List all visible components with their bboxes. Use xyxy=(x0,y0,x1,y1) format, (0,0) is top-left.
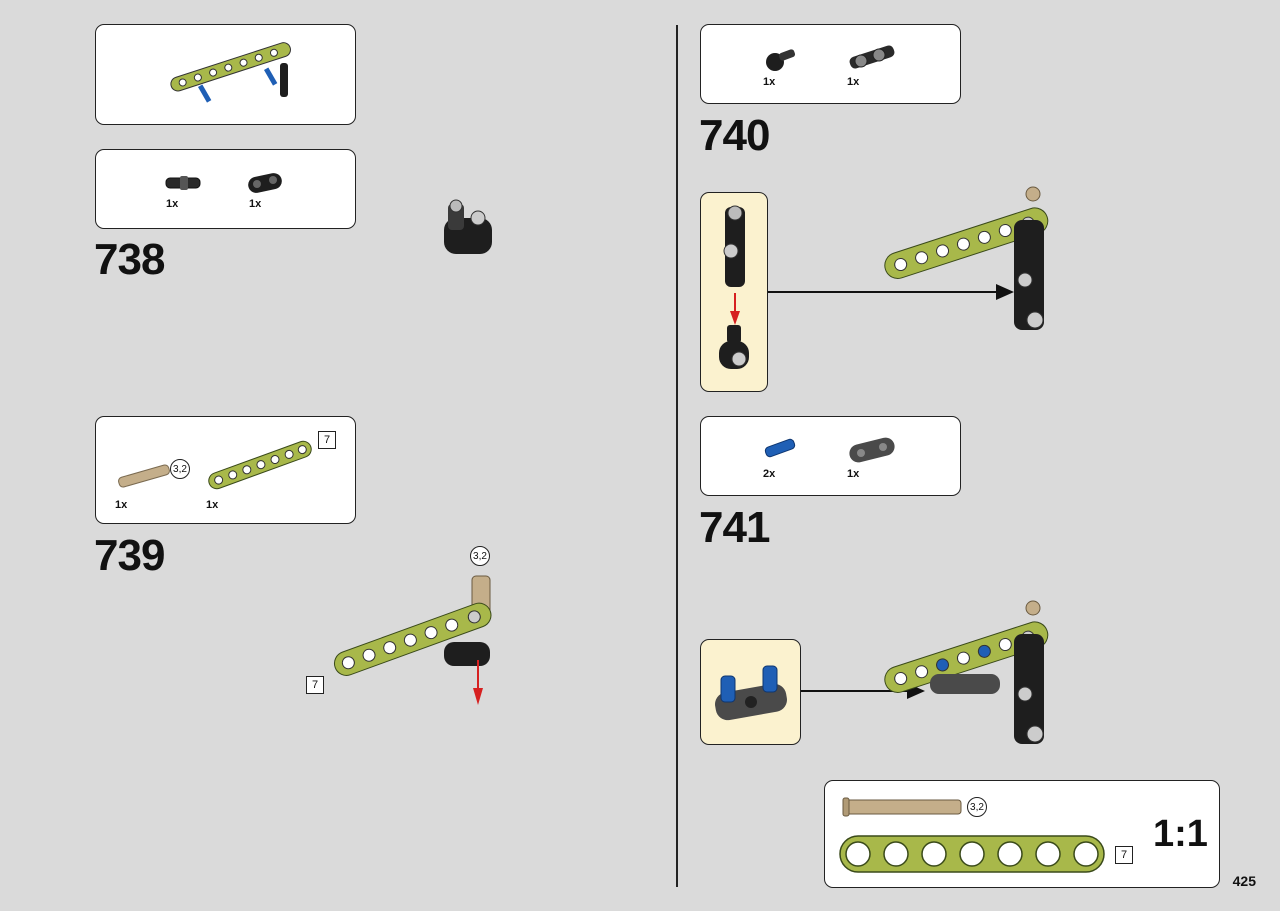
subassembly-image xyxy=(719,205,749,369)
part-qty: 1x xyxy=(206,499,219,511)
parts-list-738: 1x 1x xyxy=(95,149,356,229)
step-number-741: 741 xyxy=(699,503,770,552)
black-beam-icon xyxy=(248,173,282,193)
step-741-assembly-image xyxy=(884,600,1049,744)
step-number-739: 739 xyxy=(94,531,165,580)
parts-list-741: 2x 1x xyxy=(700,416,961,496)
part-qty: 1x xyxy=(763,76,776,88)
scale-label: 1:1 xyxy=(1153,813,1208,855)
step-number-740: 740 xyxy=(699,111,770,160)
part-qty: 1x xyxy=(847,468,860,480)
lime-beam-scale-image xyxy=(839,835,1105,873)
assembly-arrow xyxy=(768,284,1014,300)
parts-list-740: 1x 1x xyxy=(700,24,961,104)
axle-length-callout: 3,2 xyxy=(967,797,987,817)
black-connector-icon xyxy=(766,49,796,71)
axle-length-callout: 3,2 xyxy=(470,546,490,566)
subassembly-callout-741 xyxy=(700,639,801,745)
page-number: 425 xyxy=(1232,873,1256,889)
axle-connector-icon xyxy=(165,176,201,190)
lime-beam-icon xyxy=(208,440,312,490)
parts-list-739: 3,2 1x 7 1x xyxy=(95,416,356,524)
beam-length-callout: 7 xyxy=(1115,846,1133,864)
previous-step-preview xyxy=(95,24,356,125)
step-740-assembly-image xyxy=(884,186,1049,330)
subassembly-callout-740 xyxy=(700,192,768,392)
scale-reference-box: 3,2 7 1:1 xyxy=(824,780,1220,888)
step-number-738: 738 xyxy=(94,235,165,284)
step-738-assembly-image xyxy=(444,199,492,254)
blue-pin-icon xyxy=(764,438,796,458)
dark-grey-beam-icon xyxy=(849,437,895,463)
tan-axle-icon xyxy=(118,464,170,488)
part-qty: 1x xyxy=(249,198,262,210)
part-qty: 1x xyxy=(847,76,860,88)
axle-connector-icon xyxy=(849,45,895,69)
part-qty: 2x xyxy=(763,468,776,480)
axle-length-callout: 3,2 xyxy=(170,459,190,479)
beam-length-callout: 7 xyxy=(306,676,324,694)
subassembly-image xyxy=(715,665,787,721)
part-qty: 1x xyxy=(166,198,179,210)
tan-axle-scale-image xyxy=(842,797,962,817)
beam-length-callout: 7 xyxy=(318,431,336,449)
lime-beam-assembly-image xyxy=(170,42,291,103)
part-qty: 1x xyxy=(115,499,128,511)
column-divider xyxy=(676,25,678,887)
step-739-assembly-image xyxy=(333,575,492,705)
